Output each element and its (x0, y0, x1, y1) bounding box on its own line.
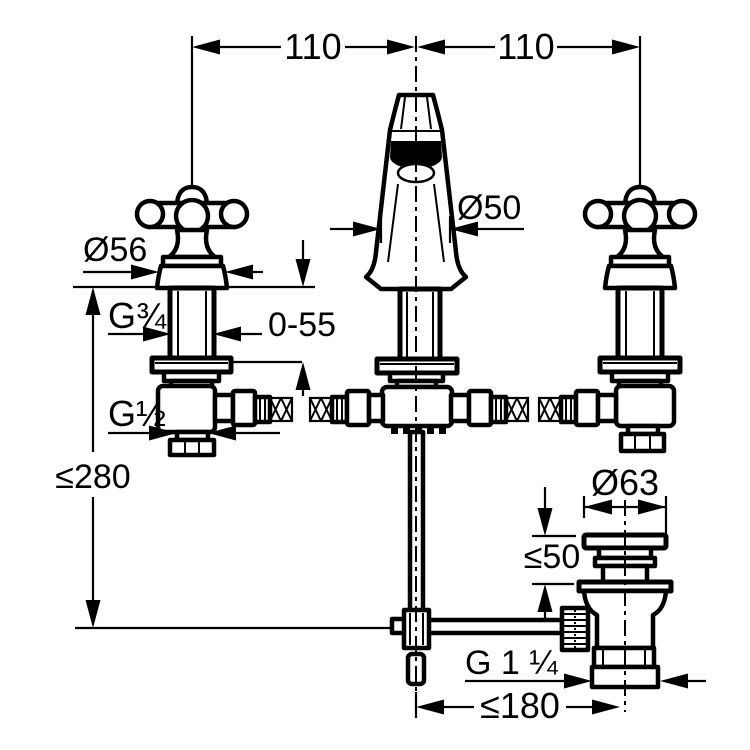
dimension-waste-flange: Ø63 (582, 462, 668, 538)
dim-spout-diameter-label: Ø50 (457, 189, 521, 227)
dimension-hole-spacing: 110 110 (190, 26, 642, 186)
dim-inlet-thread-label: G½ (108, 393, 166, 434)
dimension-max-depth: ≤280 (55, 287, 131, 628)
left-valve (149, 355, 234, 458)
dim-basin-thickness-label: ≤50 (524, 538, 580, 576)
right-handle (582, 184, 698, 363)
dim-110-left: 110 (284, 26, 341, 67)
dim-rod-offset-label: ≤180 (480, 685, 560, 726)
dim-handle-diameter-label: Ø56 (83, 231, 147, 269)
dim-waste-thread-label: G 1 ¼ (465, 644, 558, 682)
dimension-spout-diameter: Ø50 (330, 189, 524, 243)
dim-max-depth-label: ≤280 (55, 458, 130, 496)
dimension-clamp-range: 0-55 (232, 240, 336, 396)
left-handle (134, 184, 250, 363)
center-lines (415, 36, 626, 712)
dim-shank-thread-label: G¾ (108, 295, 167, 336)
right-hose (448, 388, 619, 428)
dimension-basin-thickness: ≤50 (524, 487, 580, 618)
left-hose (212, 388, 386, 428)
dimension-rod-offset: ≤180 (414, 685, 620, 726)
rod-linkage-joint (559, 605, 591, 653)
dim-waste-flange-label: Ø63 (591, 462, 659, 503)
dimension-waste-thread: G 1 ¼ (465, 644, 706, 689)
dimension-shank-thread: G¾ (108, 295, 262, 342)
right-valve (597, 355, 683, 454)
dimension-handle-diameter: Ø56 (83, 231, 263, 280)
dim-110-right: 110 (497, 26, 554, 67)
dim-clamp-range-label: 0-55 (268, 306, 336, 344)
spout-outlet-band (390, 141, 442, 169)
dimension-inlet-thread: G½ (108, 393, 280, 441)
